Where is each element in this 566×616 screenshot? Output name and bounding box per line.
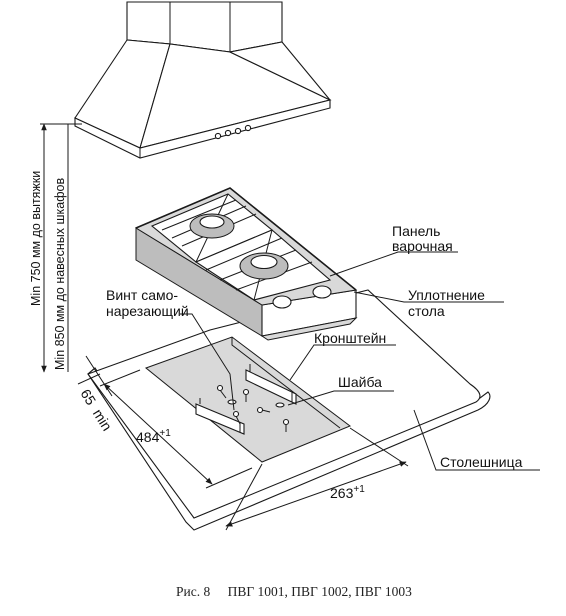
label-countertop: Столешница xyxy=(440,454,523,470)
burners xyxy=(189,213,289,280)
height-dimension: Min 750 мм до вытяжки Min 850 мм до наве… xyxy=(29,123,82,373)
edge-min-value: 65 xyxy=(77,386,99,408)
label-washer: Шайба xyxy=(338,374,382,390)
width-tolerance: +1 xyxy=(353,484,365,495)
min-cabinet-distance: Min 850 мм до навесных шкафов xyxy=(53,178,67,370)
hob-knobs xyxy=(272,285,332,309)
hood-knobs xyxy=(214,124,252,140)
depth-value: 484 xyxy=(136,429,160,445)
min-hood-distance: Min 750 мм до вытяжки xyxy=(29,171,43,306)
label-seal-2: стола xyxy=(408,303,445,319)
svg-text:263+1: 263+1 xyxy=(330,484,365,501)
depth-tolerance: +1 xyxy=(159,428,171,439)
gas-hob xyxy=(134,187,358,341)
depth-dimension: 484+1 xyxy=(99,369,253,489)
bracket-right xyxy=(245,364,297,405)
svg-text:484+1: 484+1 xyxy=(136,428,171,445)
label-hob-panel-2: варочная xyxy=(392,238,453,254)
countertop-cutout xyxy=(144,336,352,463)
width-dimension: 263+1 xyxy=(225,427,409,531)
washers xyxy=(227,399,285,408)
screws xyxy=(216,384,290,432)
figure-models: ПВГ 1001, ПВГ 1002, ПВГ 1003 xyxy=(228,584,413,599)
leader-lines xyxy=(180,251,540,471)
label-seal-1: Уплотнение xyxy=(408,287,485,303)
range-hood xyxy=(74,1,332,159)
svg-text:Рис. 8 ПВГ 1001, ПВГ 1002,: Рис. 8 ПВГ 1001, ПВГ 1002, ПВГ 1003 xyxy=(176,584,412,599)
label-screw-2: нарезающий xyxy=(106,303,189,319)
width-value: 263 xyxy=(330,485,354,501)
label-bracket: Кронштейн xyxy=(314,330,386,346)
label-screw-1: Винт само- xyxy=(106,287,178,303)
figure-number: Рис. 8 xyxy=(176,584,210,599)
label-hob-panel-1: Панель xyxy=(392,223,440,239)
